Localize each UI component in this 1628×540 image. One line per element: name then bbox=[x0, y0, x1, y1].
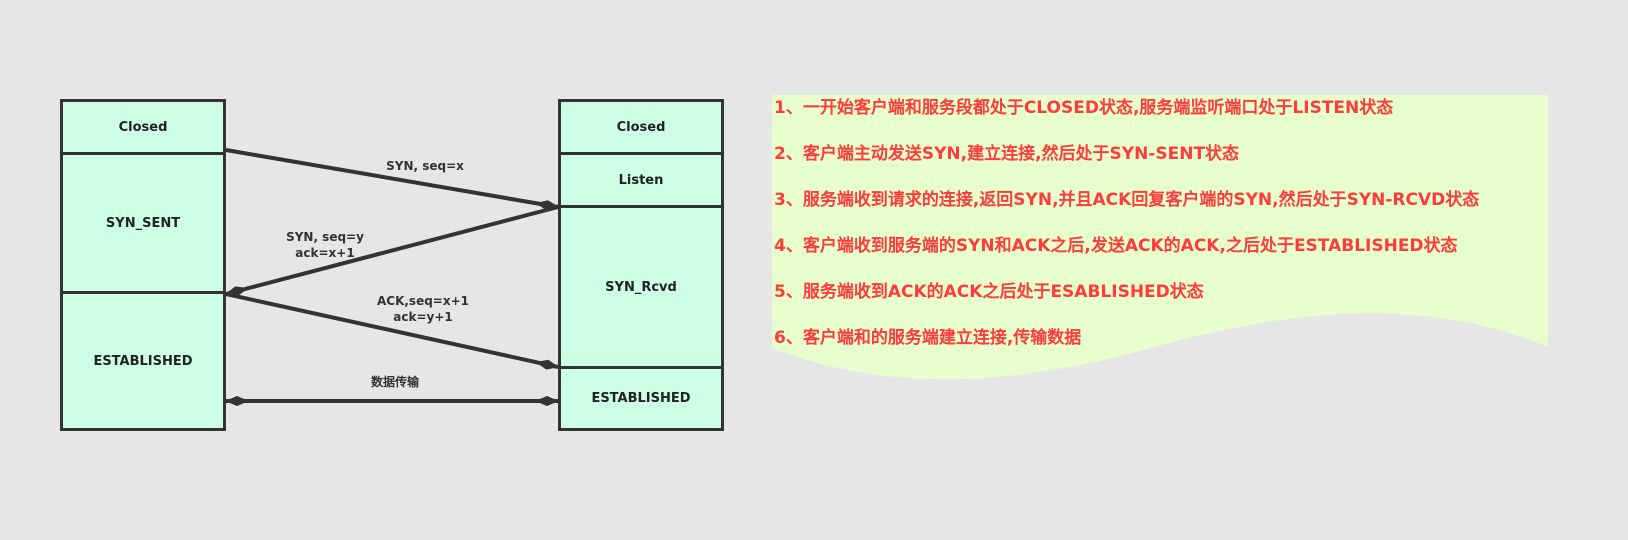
server-divider-1 bbox=[561, 152, 721, 155]
note-item: 1、一开始客户端和服务段都处于CLOSED状态,服务端监听端口处于LISTEN状… bbox=[774, 98, 1394, 118]
ack-label-line2: ack=y+1 bbox=[393, 310, 453, 324]
server-state-syn-rcvd: SYN_Rcvd bbox=[605, 279, 677, 295]
note-item: 5、服务端收到ACK的ACK之后处于ESABLISHED状态 bbox=[774, 282, 1204, 302]
note-item: 3、服务端收到请求的连接,返回SYN,并且ACK回复客户端的SYN,然后处于SY… bbox=[774, 190, 1480, 210]
syn-label: SYN, seq=x bbox=[386, 159, 464, 173]
client-divider-2 bbox=[63, 291, 223, 294]
server-state-established: ESTABLISHED bbox=[591, 391, 691, 406]
ack-label-line1: ACK,seq=x+1 bbox=[376, 294, 470, 308]
note-item: 4、客户端收到服务端的SYN和ACK之后,发送ACK的ACK,之后处于ESTAB… bbox=[774, 236, 1458, 256]
server-state-closed: Closed bbox=[616, 119, 666, 135]
syn-ack-label-line1: SYN, seq=y bbox=[286, 230, 364, 244]
client-state-closed: Closed bbox=[118, 119, 168, 135]
server-state-listen: Listen bbox=[618, 172, 664, 188]
data-transfer-label: 数据传输 bbox=[370, 375, 419, 389]
note-background bbox=[772, 95, 1548, 380]
server-divider-3 bbox=[561, 366, 721, 369]
handshake-notes: 1、一开始客户端和服务段都处于CLOSED状态,服务端监听端口处于LISTEN状… bbox=[774, 95, 1554, 371]
client-state-column: Closed SYN_SENT ESTABLISHED bbox=[60, 99, 226, 431]
client-state-syn-sent: SYN_SENT bbox=[105, 215, 181, 231]
server-divider-2 bbox=[561, 205, 721, 208]
ack-arrow bbox=[225, 292, 559, 370]
syn-ack-arrow bbox=[225, 205, 559, 297]
server-state-column: Closed Listen SYN_Rcvd ESTABLISHED bbox=[558, 99, 724, 431]
syn-ack-label-line2: ack=x+1 bbox=[295, 246, 355, 260]
syn-arrow bbox=[225, 148, 559, 211]
note-item: 6、客户端和的服务端建立连接,传输数据 bbox=[774, 328, 1082, 348]
note-item: 2、客户端主动发送SYN,建立连接,然后处于SYN-SENT状态 bbox=[774, 144, 1240, 164]
client-divider-1 bbox=[63, 152, 223, 155]
client-state-established: ESTABLISHED bbox=[93, 353, 193, 369]
